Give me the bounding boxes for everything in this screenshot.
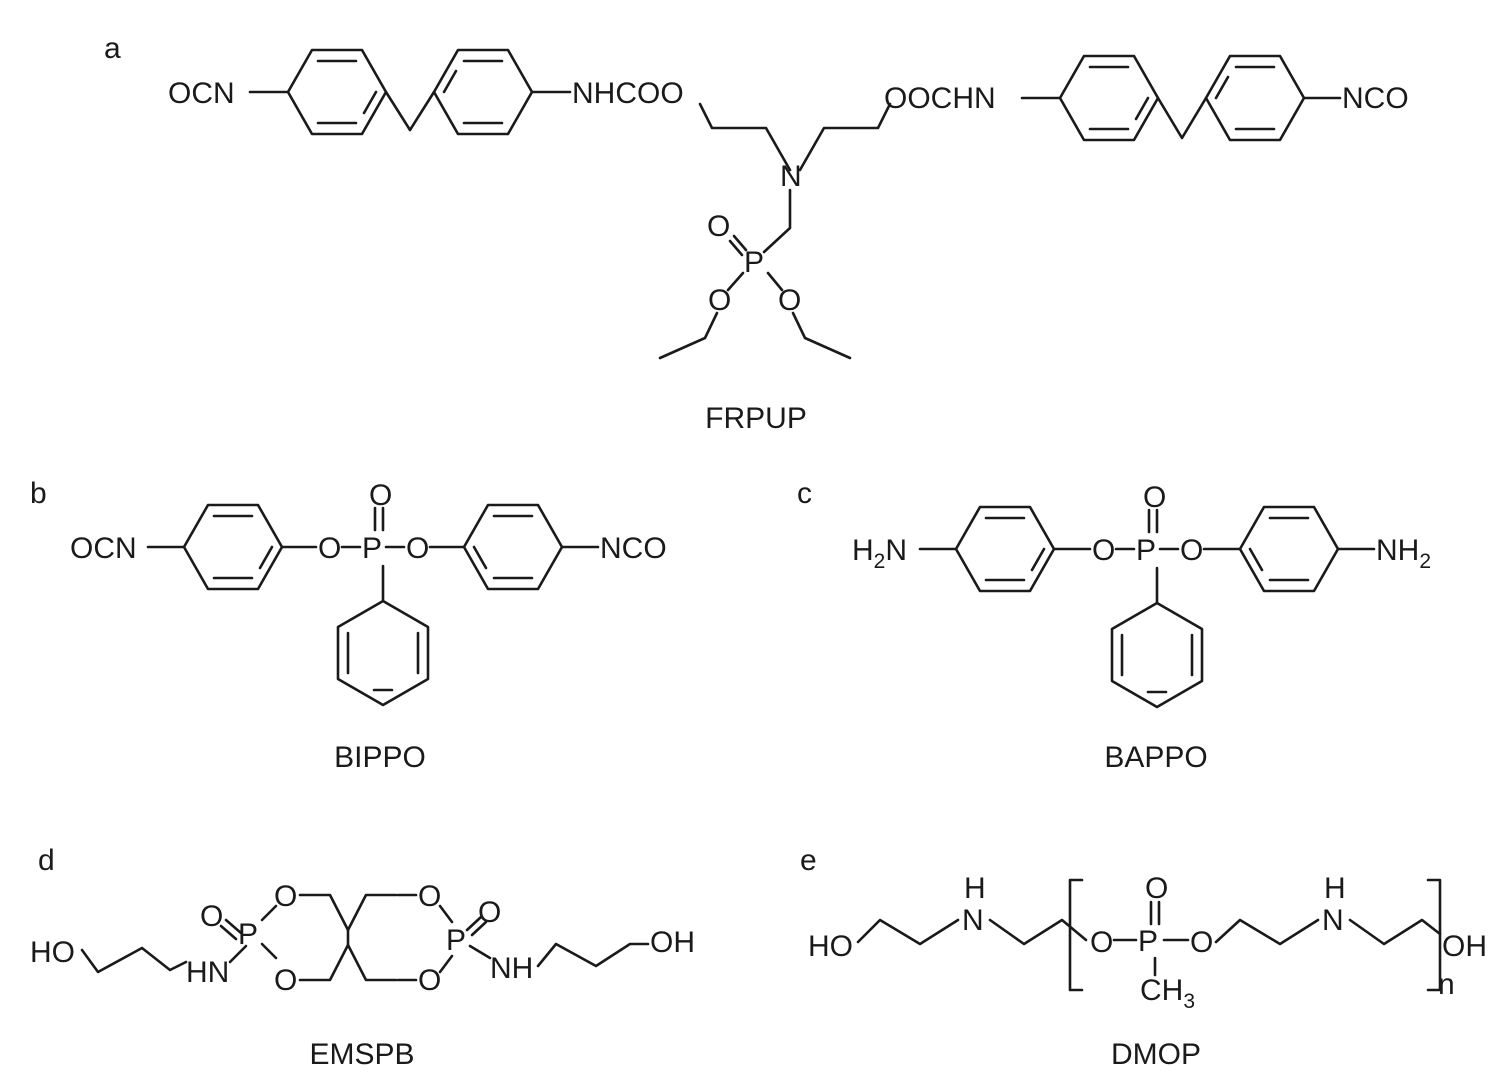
caption-dmop: DMOP [1111, 1038, 1201, 1071]
panel-a: a OCN NHCOO N P O O O [104, 32, 1409, 435]
ester-oxygen-right: O [1190, 926, 1213, 959]
phosphorus-right: P [446, 924, 466, 957]
ester-oxygen-right: O [406, 532, 429, 565]
amine-nitrogen: N [780, 160, 802, 193]
phosphoryl-oxygen: O [1143, 481, 1166, 514]
amine-hydrogen-left: H [964, 872, 986, 905]
phosphoryl-oxygen: O [1145, 872, 1168, 905]
panel-c-letter: c [797, 477, 812, 510]
urethane-link-right: OOCHN [884, 82, 996, 115]
methyl-group: CH3 [1140, 974, 1195, 1013]
benzene-ring [1204, 54, 1306, 142]
ester-oxygen-left: O [1090, 926, 1113, 959]
amine-nitrogen-right: N [1322, 904, 1344, 937]
benzene-ring [462, 503, 564, 591]
amine-nitrogen-left: N [962, 904, 984, 937]
panel-b-letter: b [30, 477, 47, 510]
caption-bappo: BAPPO [1104, 741, 1207, 774]
panel-c: c H2N O P O O NH2 BAPPO [797, 477, 1431, 774]
panel-d: d HO HN P O O O O O P O NH OH EMSPB [30, 844, 695, 1071]
benzene-ring [1238, 505, 1340, 593]
caption-emspb: EMSPB [309, 1038, 414, 1071]
ring-oxygen: O [418, 880, 441, 913]
isocyanate-group-left: OCN [168, 77, 235, 110]
ester-oxygen-left: O [1092, 534, 1115, 567]
phosphoryl-oxygen-right: O [478, 896, 501, 929]
phosphoryl-oxygen: O [707, 210, 730, 243]
frpup-left-diphenylmethane [248, 48, 572, 136]
phosphorus-left: P [238, 918, 258, 951]
panel-b: b OCN O P O O NCO BIPPO [30, 477, 667, 774]
amine-group-left: H2N [852, 534, 907, 573]
amine-hydrogen-right: H [1324, 872, 1346, 905]
frpup-right-diphenylmethane [1020, 54, 1342, 142]
panel-d-letter: d [38, 844, 55, 877]
repeat-bracket-right [1426, 878, 1442, 992]
phenyl-ring [336, 599, 430, 707]
amide-nitrogen-right: NH [490, 952, 533, 985]
benzene-ring [286, 48, 388, 136]
phosphorus-atom: P [362, 532, 382, 565]
benzene-ring [182, 503, 284, 591]
repeat-count: n [1438, 968, 1455, 1001]
hydroxyl-right: OH [650, 926, 695, 959]
isocyanate-group-right: NCO [1342, 82, 1409, 115]
hydroxyl-right: OH [1442, 930, 1487, 963]
urethane-link-left: NHCOO [572, 77, 684, 110]
amine-group-right: NH2 [1376, 534, 1431, 573]
panel-e-letter: e [800, 844, 817, 877]
ester-oxygen-left: O [708, 284, 731, 317]
ring-oxygen: O [274, 964, 297, 997]
hydroxyl-left: HO [30, 936, 75, 969]
phosphorus-atom: P [1138, 925, 1158, 958]
hydroxyl-left: HO [808, 930, 853, 963]
phenyl-ring [1110, 601, 1204, 709]
panel-a-letter: a [104, 32, 121, 65]
isocyanate-group-left: OCN [70, 532, 137, 565]
phosphorus-atom: P [744, 246, 764, 279]
ester-oxygen-right: O [1180, 534, 1203, 567]
ring-oxygen: O [418, 964, 441, 997]
caption-bippo: BIPPO [334, 741, 426, 774]
benzene-ring [432, 48, 534, 136]
phosphoryl-oxygen-left: O [200, 900, 223, 933]
ring-oxygen: O [274, 880, 297, 913]
benzene-ring [954, 505, 1056, 593]
benzene-ring [1058, 54, 1160, 142]
caption-frpup: FRPUP [705, 402, 807, 435]
phosphorus-atom: P [1136, 534, 1156, 567]
ester-oxygen-left: O [318, 532, 341, 565]
phosphoryl-oxygen: O [369, 479, 392, 512]
panel-e: e HO N H O P O CH3 O N H OH n DMOP [800, 844, 1487, 1071]
isocyanate-group-right: NCO [600, 532, 667, 565]
amide-nitrogen-left: HN [186, 956, 229, 989]
ester-oxygen-right: O [778, 284, 801, 317]
repeat-bracket-left [1068, 878, 1084, 992]
